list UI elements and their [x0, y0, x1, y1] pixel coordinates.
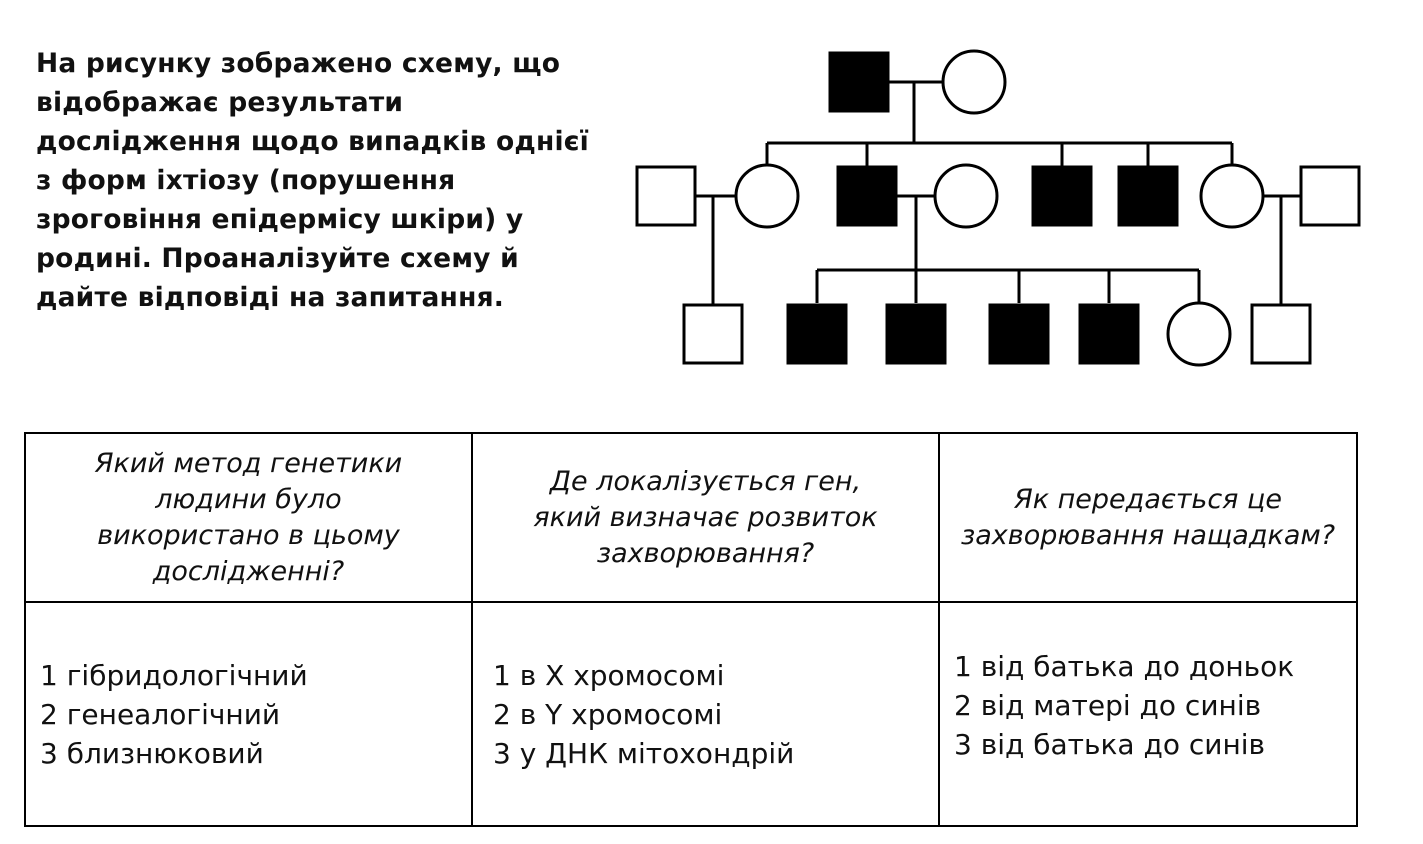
unaffected-female-symbol	[933, 163, 999, 229]
answer-option: 2 від матері до синів	[954, 689, 1262, 722]
answer-option: 3 у ДНК мітохондрій	[493, 736, 795, 770]
question-row: Який метод генетики людини було використ…	[24, 432, 1358, 603]
answer-option: 1 гібридологічний	[40, 658, 308, 692]
intro-line: дослідження щодо випадків однієї	[36, 126, 589, 157]
unaffected-male-symbol	[635, 165, 697, 227]
affected-male-symbol	[1078, 303, 1140, 365]
answer-row: 1 гібридологічний 2 генеалогічний 3 близ…	[24, 601, 1358, 827]
pedigree-chart	[635, 49, 1361, 367]
question-line: Де локалізується ген,	[549, 465, 862, 497]
affected-male-symbol	[828, 51, 890, 113]
answer-option: 2 генеалогічний	[40, 697, 281, 731]
answer-option: 1 від батька до доньок	[954, 650, 1295, 683]
intro-line: зроговіння епідермісу шкіри) у	[36, 204, 524, 235]
unaffected-male-symbol	[682, 303, 744, 365]
question-transmission: Як передається це захворювання нащадкам?	[938, 432, 1358, 603]
affected-male-symbol	[988, 303, 1050, 365]
affected-male-symbol	[885, 303, 947, 365]
unaffected-female-symbol	[1166, 301, 1232, 367]
answers-method: 1 гібридологічний 2 генеалогічний 3 близ…	[24, 601, 473, 827]
question-line: захворювання нащадкам?	[960, 519, 1336, 551]
unaffected-male-symbol	[1299, 165, 1361, 227]
unaffected-male-symbol	[1250, 303, 1312, 365]
question-method: Який метод генетики людини було використ…	[24, 432, 473, 603]
question-line: дослідженні?	[152, 555, 345, 587]
question-line: Як передається це	[1014, 483, 1282, 515]
answers-transmission: 1 від батька до доньок 2 від матері до с…	[938, 601, 1358, 827]
question-table: Який метод генетики людини було використ…	[24, 432, 1358, 827]
intro-line: На рисунку зображено схему, що	[36, 48, 561, 79]
intro-text: На рисунку зображено схему, що відобража…	[36, 44, 616, 317]
question-line: захворювання?	[596, 537, 815, 569]
pedigree-lines	[695, 80, 1301, 305]
question-line: використано в цьому	[97, 519, 400, 551]
question-line: Який метод генетики	[94, 447, 403, 479]
affected-male-symbol	[1117, 165, 1179, 227]
unaffected-female-symbol	[941, 49, 1007, 115]
intro-line: дайте відповіді на запитання.	[36, 282, 505, 313]
intro-line: з форм іхтіозу (порушення	[36, 165, 456, 196]
intro-line: відображає результати	[36, 87, 404, 118]
affected-male-symbol	[786, 303, 848, 365]
unaffected-female-symbol	[734, 163, 800, 229]
intro-line: родині. Проаналізуйте схему й	[36, 243, 519, 274]
question-line: людини було	[155, 483, 342, 515]
answers-gene-location: 1 в Х хромосомі 2 в Y хромосомі 3 у ДНК …	[471, 601, 940, 827]
affected-male-symbol	[836, 165, 898, 227]
question-gene-location: Де локалізується ген, який визначає розв…	[471, 432, 940, 603]
pedigree-symbols	[635, 49, 1361, 367]
answer-option: 1 в Х хромосомі	[493, 658, 725, 692]
answer-option: 3 від батька до синів	[954, 728, 1266, 761]
unaffected-female-symbol	[1199, 163, 1265, 229]
question-line: який визначає розвиток	[533, 501, 878, 533]
answer-option: 3 близнюковий	[40, 736, 264, 770]
answer-option: 2 в Y хромосомі	[493, 697, 723, 731]
affected-male-symbol	[1031, 165, 1093, 227]
